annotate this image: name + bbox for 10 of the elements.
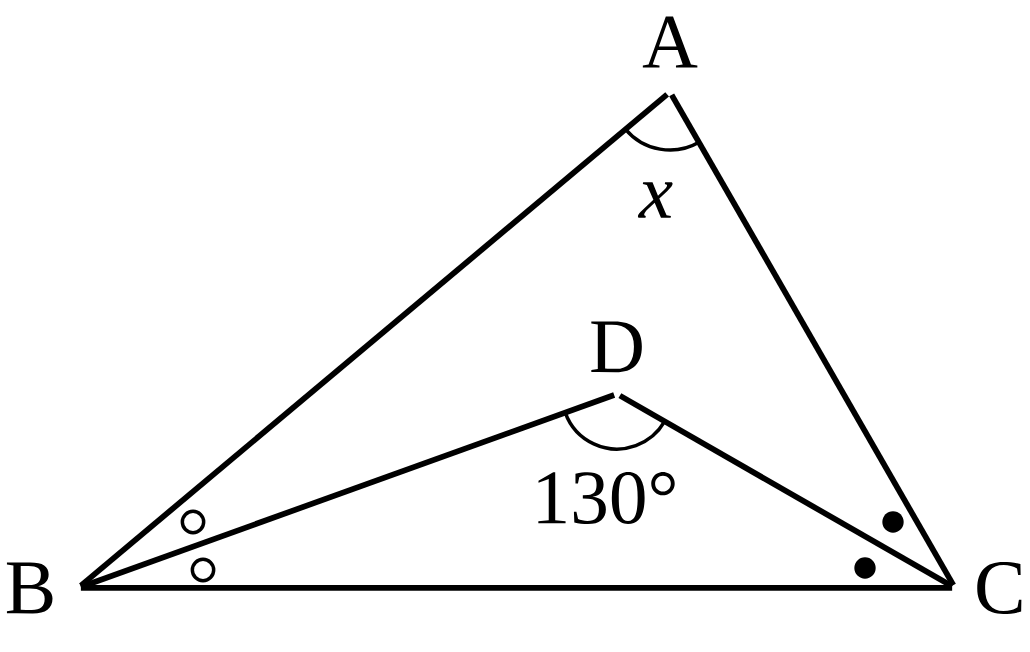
angle-label: 130° <box>538 471 675 525</box>
segment <box>618 393 954 589</box>
segment <box>669 93 956 587</box>
angle-label: x <box>637 182 673 218</box>
segment <box>79 392 616 590</box>
vertex-label: B <box>6 562 53 614</box>
vertex-label: D <box>591 321 642 373</box>
vertex-label: A <box>642 16 698 68</box>
segment <box>80 585 953 591</box>
vertex-label: C <box>977 562 1022 614</box>
